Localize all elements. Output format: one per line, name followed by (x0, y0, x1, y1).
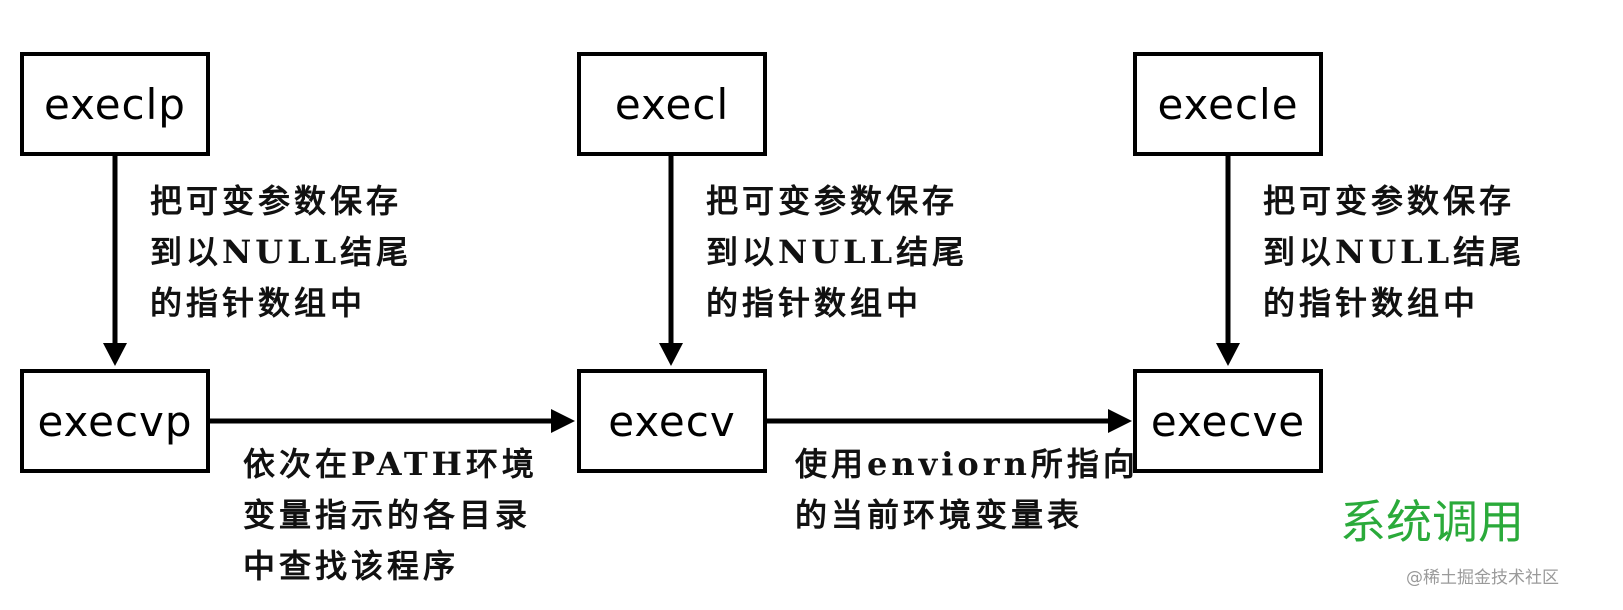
arrowhead-execv (659, 343, 683, 366)
note-pack-args-left: 把可变参数保存 到以NULL结尾 的指针数组中 (150, 176, 412, 329)
execve-label: execve (1150, 396, 1306, 446)
note-line: 的指针数组中 (150, 284, 367, 322)
watermark: @稀土掘金技术社区 (1406, 568, 1559, 588)
note-line: 的当前环境变量表 (795, 496, 1084, 534)
box-execlp: execlp (20, 52, 210, 156)
note-line: 使用enviorn所指向 (795, 445, 1139, 483)
note-line: 的指针数组中 (1263, 284, 1480, 322)
execlp-label: execlp (44, 79, 186, 129)
box-execle: execle (1133, 52, 1323, 156)
note-line: 把可变参数保存 (706, 182, 959, 220)
note-line: 到以NULL结尾 (1263, 233, 1526, 271)
note-line: 中查找该程序 (243, 547, 460, 585)
execv-label: execv (608, 396, 736, 446)
box-execve: execve (1133, 369, 1323, 473)
note-path-search: 依次在PATH环境 变量指示的各目录 中查找该程序 (243, 439, 538, 592)
note-line: 把可变参数保存 (1263, 182, 1516, 220)
execle-label: execle (1157, 79, 1299, 129)
box-execl: execl (577, 52, 767, 156)
note-line: 到以NULL结尾 (706, 233, 969, 271)
system-call-caption: 系统调用 (1340, 495, 1524, 549)
note-line: 依次在PATH环境 (243, 445, 538, 483)
note-line: 的指针数组中 (706, 284, 923, 322)
note-line: 把可变参数保存 (150, 182, 403, 220)
note-line: 变量指示的各目录 (243, 496, 532, 534)
execvp-label: execvp (37, 396, 193, 446)
execl-label: execl (614, 79, 730, 129)
note-use-environ: 使用enviorn所指向 的当前环境变量表 (795, 439, 1139, 541)
arrowhead-to-execv (551, 409, 575, 433)
note-line: 到以NULL结尾 (150, 233, 413, 271)
note-pack-args-middle: 把可变参数保存 到以NULL结尾 的指针数组中 (706, 176, 968, 329)
arrowhead-to-execve (1108, 409, 1132, 433)
arrowhead-execve (1216, 343, 1240, 366)
arrowhead-execvp (103, 343, 127, 366)
box-execv: execv (577, 369, 767, 473)
box-execvp: execvp (20, 369, 210, 473)
note-pack-args-right: 把可变参数保存 到以NULL结尾 的指针数组中 (1263, 176, 1525, 329)
